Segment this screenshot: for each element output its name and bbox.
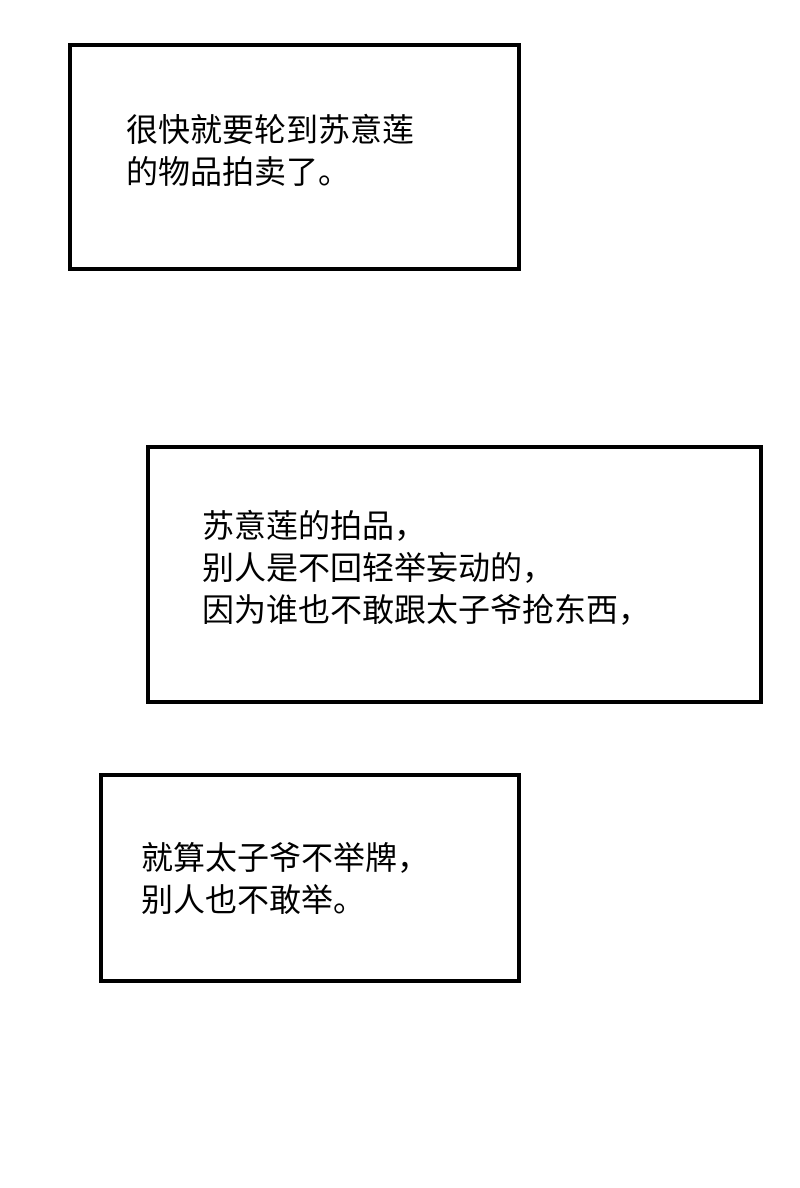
caption-box-1: 很快就要轮到苏意莲 的物品拍卖了。	[68, 43, 521, 271]
caption-line: 就算太子爷不举牌，	[141, 839, 430, 877]
caption-line: 苏意莲的拍品，	[202, 507, 427, 545]
caption-line: 的物品拍卖了。	[126, 153, 351, 191]
caption-text-2: 苏意莲的拍品， 别人是不回轻举妄动的， 因为谁也不敢跟太子爷抢东西，	[202, 505, 650, 631]
caption-box-3: 就算太子爷不举牌， 别人也不敢举。	[99, 773, 521, 983]
caption-line: 别人也不敢举。	[141, 881, 366, 919]
caption-text-1: 很快就要轮到苏意莲 的物品拍卖了。	[126, 109, 414, 193]
caption-line: 因为谁也不敢跟太子爷抢东西，	[202, 591, 651, 629]
caption-line: 别人是不回轻举妄动的，	[202, 549, 555, 587]
caption-line: 很快就要轮到苏意莲	[126, 111, 415, 149]
caption-text-3: 就算太子爷不举牌， 别人也不敢举。	[141, 837, 429, 921]
caption-box-2: 苏意莲的拍品， 别人是不回轻举妄动的， 因为谁也不敢跟太子爷抢东西，	[146, 445, 763, 704]
